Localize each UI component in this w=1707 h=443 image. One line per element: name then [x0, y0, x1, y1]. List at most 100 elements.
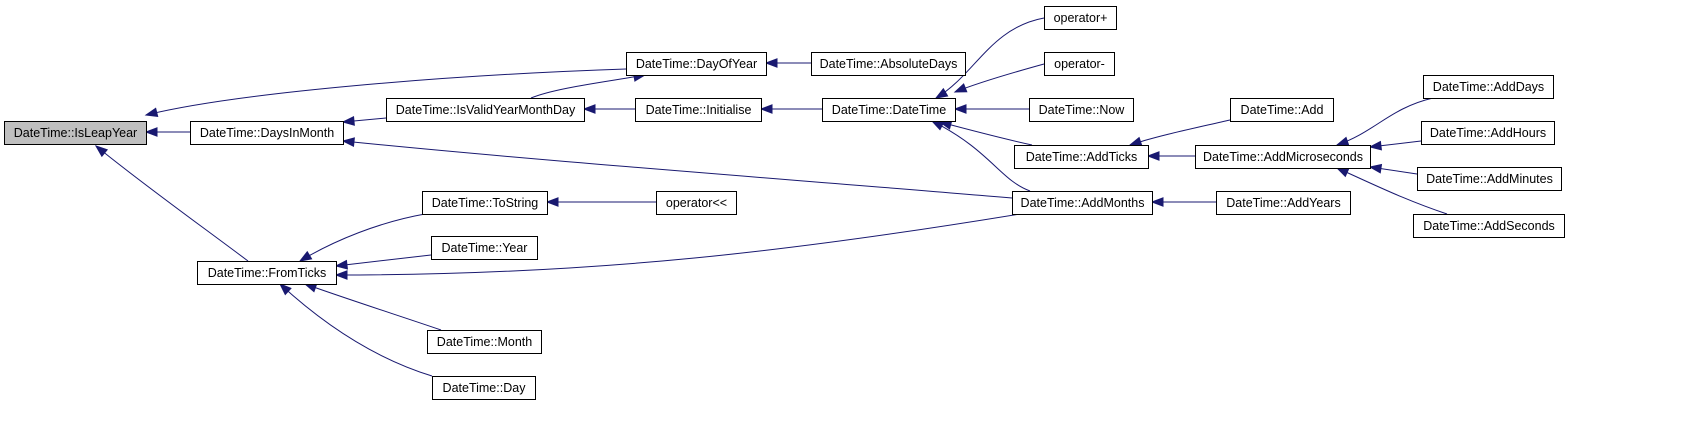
node-opminus[interactable]: operator- [1044, 52, 1115, 76]
node-isvalid[interactable]: DateTime::IsValidYearMonthDay [386, 98, 585, 122]
arrowhead [1128, 136, 1143, 147]
arrowhead [1335, 136, 1350, 146]
arrowhead [764, 58, 778, 68]
node-opplus[interactable]: operator+ [1044, 6, 1117, 30]
node-dayofyear[interactable]: DateTime::DayOfYear [626, 52, 767, 76]
arrowhead [298, 250, 313, 262]
node-adddays[interactable]: DateTime::AddDays [1423, 75, 1554, 99]
edge-dayofyear-to-isleapyear [144, 68, 627, 118]
edge-line [1336, 167, 1448, 215]
node-label: DateTime::AddDays [1433, 80, 1544, 94]
node-box[interactable] [1044, 52, 1115, 76]
node-daysinmonth[interactable]: DateTime::DaysInMonth [190, 121, 344, 145]
node-label: DateTime::AddTicks [1026, 150, 1138, 164]
arrowhead [334, 259, 348, 270]
node-box[interactable] [427, 330, 542, 354]
edge-add-to-addticks [1128, 119, 1231, 147]
node-label: DateTime::Now [1039, 103, 1126, 117]
edge-addmonths-to-daysinmonth [341, 137, 1013, 199]
node-fromticks[interactable]: DateTime::FromTicks [197, 261, 337, 285]
node-day[interactable]: DateTime::Day [432, 376, 536, 400]
arrowhead [94, 145, 109, 158]
node-box[interactable] [1413, 214, 1565, 238]
node-box[interactable] [4, 121, 147, 145]
node-label: DateTime::Year [442, 241, 528, 255]
node-month[interactable]: DateTime::Month [427, 330, 542, 354]
edge-isvalid-to-dayofyear [530, 72, 647, 99]
node-box[interactable] [1014, 145, 1149, 169]
node-box[interactable] [197, 261, 337, 285]
arrowhead [334, 270, 348, 280]
node-box[interactable] [811, 52, 966, 76]
node-label: DateTime::Day [443, 381, 527, 395]
edges-layer [94, 17, 1448, 377]
node-box[interactable] [190, 121, 344, 145]
node-addmonths[interactable]: DateTime::AddMonths [1012, 191, 1153, 215]
node-isleapyear[interactable]: DateTime::IsLeapYear [4, 121, 147, 145]
node-addyears[interactable]: DateTime::AddYears [1216, 191, 1351, 215]
node-box[interactable] [635, 98, 762, 122]
edge-month-to-fromticks [303, 283, 442, 331]
node-label: DateTime::IsValidYearMonthDay [396, 103, 576, 117]
arrowhead [278, 283, 292, 296]
edge-line [304, 283, 442, 331]
node-ctor[interactable]: DateTime::DateTime [822, 98, 956, 122]
edge-line [335, 213, 1021, 276]
edge-line [335, 254, 432, 267]
node-box[interactable] [386, 98, 585, 122]
node-year[interactable]: DateTime::Year [431, 236, 538, 260]
edge-line [95, 145, 249, 262]
node-box[interactable] [626, 52, 767, 76]
node-addticks[interactable]: DateTime::AddTicks [1014, 145, 1149, 169]
node-box[interactable] [656, 191, 737, 215]
edge-line [931, 120, 1031, 192]
arrowhead [953, 104, 967, 114]
edge-line [1129, 119, 1231, 146]
edge-addmicro-to-addticks [1146, 151, 1195, 161]
arrowhead [545, 197, 559, 207]
node-label: DateTime::AddMicroseconds [1203, 150, 1363, 164]
node-label: DateTime::DateTime [832, 103, 946, 117]
node-box[interactable] [1012, 191, 1153, 215]
node-box[interactable] [1230, 98, 1334, 122]
node-addminutes[interactable]: DateTime::AddMinutes [1417, 167, 1562, 191]
node-label: DateTime::AddYears [1226, 196, 1340, 210]
node-box[interactable] [431, 236, 538, 260]
node-box[interactable] [1216, 191, 1351, 215]
node-box[interactable] [1417, 167, 1562, 191]
arrowhead [341, 116, 355, 126]
node-box[interactable] [1044, 6, 1117, 30]
arrowhead [934, 87, 949, 99]
node-addmicro[interactable]: DateTime::AddMicroseconds [1195, 145, 1371, 169]
node-addseconds[interactable]: DateTime::AddSeconds [1413, 214, 1565, 238]
node-box[interactable] [1421, 121, 1555, 145]
node-now[interactable]: DateTime::Now [1029, 98, 1134, 122]
node-initialise[interactable]: DateTime::Initialise [635, 98, 762, 122]
arrowhead [1335, 167, 1350, 178]
node-label: DateTime::Initialise [646, 103, 752, 117]
node-box[interactable] [422, 191, 548, 215]
node-opstream[interactable]: operator<< [656, 191, 737, 215]
edge-initialise-to-isvalid [582, 104, 635, 114]
node-label: DateTime::AddMonths [1021, 196, 1145, 210]
node-box[interactable] [1423, 75, 1554, 99]
arrowhead [1150, 197, 1164, 207]
node-label: operator- [1054, 57, 1105, 71]
edge-addhours-to-addmicro [1368, 140, 1422, 151]
node-tostring[interactable]: DateTime::ToString [422, 191, 548, 215]
edge-addyears-to-addmonths [1150, 197, 1216, 207]
edge-isvalid-to-daysinmonth [341, 116, 387, 126]
node-box[interactable] [1029, 98, 1134, 122]
node-box[interactable] [1195, 145, 1371, 169]
node-label: DateTime::IsLeapYear [14, 126, 137, 140]
edge-opminus-to-ctor [953, 63, 1045, 93]
node-box[interactable] [822, 98, 956, 122]
edge-line [279, 283, 433, 377]
node-add[interactable]: DateTime::Add [1230, 98, 1334, 122]
arrowhead [1368, 163, 1383, 174]
node-addhours[interactable]: DateTime::AddHours [1421, 121, 1555, 145]
node-absolutedays[interactable]: DateTime::AbsoluteDays [811, 52, 966, 76]
edge-tostring-to-fromticks [298, 213, 426, 262]
node-box[interactable] [432, 376, 536, 400]
